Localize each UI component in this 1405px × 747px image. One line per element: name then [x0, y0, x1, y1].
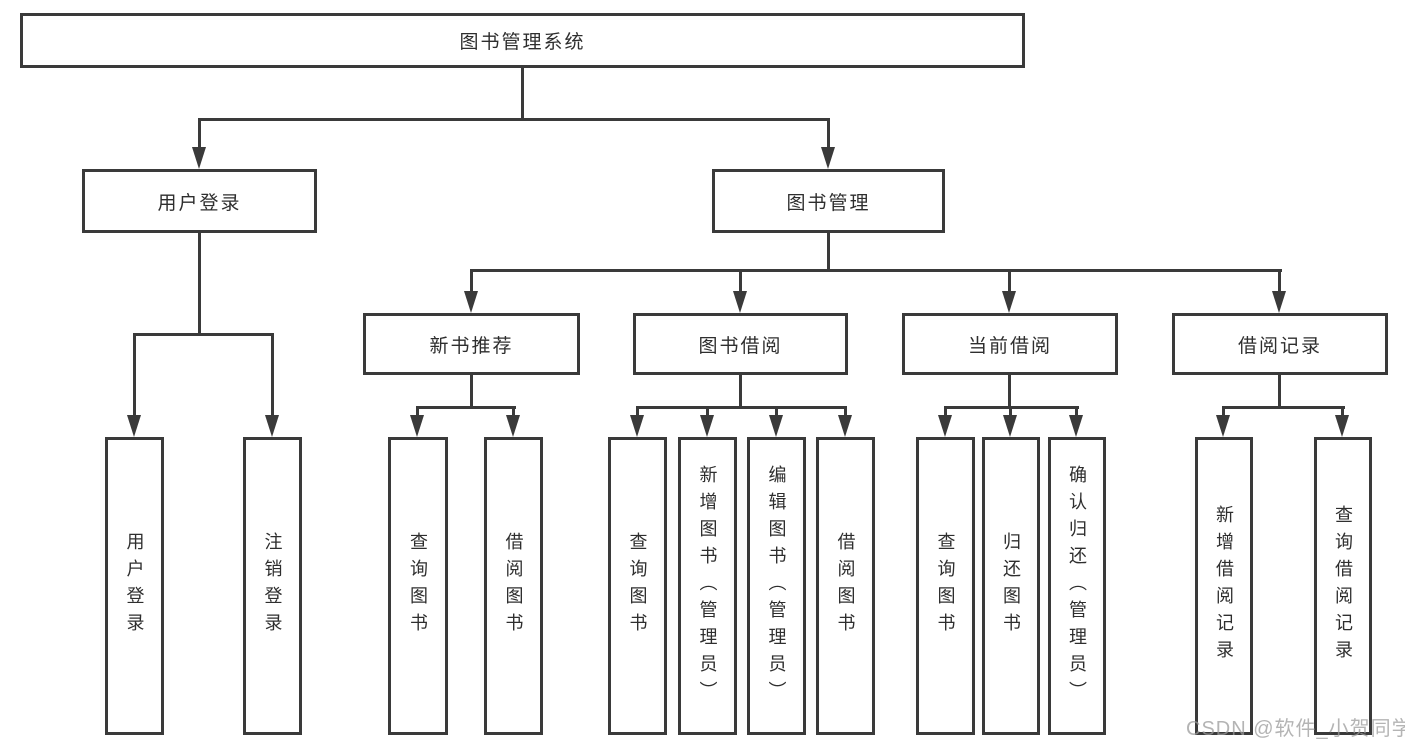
leaf-edit-book-admin: 编辑图书（管理员） [747, 437, 806, 735]
leaf-return-book: 归还图书 [982, 437, 1040, 735]
leaf-label: 确认归还（管理员） [1067, 464, 1087, 708]
leaf-query-borrow-record: 查询借阅记录 [1314, 437, 1372, 735]
node-book-management: 图书管理 [712, 169, 945, 233]
leaf-label: 借阅图书 [503, 532, 524, 640]
leaf-label: 查询图书 [408, 532, 428, 640]
leaf-label: 归还图书 [1001, 532, 1021, 640]
connector-line [521, 68, 524, 120]
connector-line [844, 406, 847, 418]
arrow-down-icon [938, 415, 952, 437]
connector-line [198, 233, 201, 335]
connector-line [512, 406, 515, 418]
node-book-borrow: 图书借阅 [633, 313, 848, 375]
connector-line [1278, 375, 1281, 408]
connector-line [198, 118, 201, 150]
arrow-down-icon [1003, 415, 1017, 437]
node-label: 图书管理 [786, 192, 871, 214]
arrow-down-icon [630, 415, 644, 437]
arrow-down-icon [506, 415, 520, 437]
connector-line [827, 118, 830, 150]
connector-line [1222, 406, 1345, 409]
leaf-label: 查询图书 [935, 532, 956, 640]
arrow-down-icon [265, 415, 279, 437]
leaf-query-books-borrow: 查询图书 [608, 437, 667, 735]
connector-line [1075, 406, 1078, 418]
arrow-down-icon [464, 291, 478, 313]
arrow-down-icon [1272, 291, 1286, 313]
leaf-label: 查询借阅记录 [1333, 505, 1353, 667]
connector-line [198, 118, 830, 121]
node-borrow-records: 借阅记录 [1172, 313, 1388, 375]
leaf-label: 用户登录 [124, 532, 145, 640]
leaf-add-book-admin: 新增图书（管理员） [678, 437, 737, 735]
connector-line [1008, 269, 1011, 293]
node-current-borrow: 当前借阅 [902, 313, 1118, 375]
node-label: 新书推荐 [429, 335, 514, 357]
connector-line [739, 269, 742, 293]
leaf-label: 借阅图书 [835, 532, 856, 640]
connector-line [1222, 406, 1225, 418]
leaf-confirm-return-admin: 确认归还（管理员） [1048, 437, 1106, 735]
connector-line [706, 406, 709, 418]
leaf-label: 新增图书（管理员） [697, 464, 718, 708]
node-user-login: 用户登录 [82, 169, 317, 233]
node-label: 图书借阅 [698, 335, 783, 357]
node-label: 用户登录 [157, 192, 242, 214]
leaf-borrow-books-borrow: 借阅图书 [816, 437, 875, 735]
connector-line [470, 375, 473, 408]
arrow-down-icon [410, 415, 424, 437]
connector-line [470, 269, 473, 293]
leaf-label: 注销登录 [262, 532, 283, 640]
connector-line [1341, 406, 1344, 418]
leaf-user-login: 用户登录 [105, 437, 164, 735]
leaf-label: 编辑图书（管理员） [766, 464, 787, 708]
arrow-down-icon [769, 415, 783, 437]
connector-line [271, 333, 274, 417]
leaf-borrow-books-recommend: 借阅图书 [484, 437, 543, 735]
watermark: CSDN @软件_小贺同学 [1186, 718, 1405, 740]
leaf-query-books-current: 查询图书 [916, 437, 975, 735]
connector-line [1278, 269, 1281, 293]
arrow-down-icon [1335, 415, 1349, 437]
node-new-book-recommend: 新书推荐 [363, 313, 580, 375]
arrow-down-icon [821, 147, 835, 169]
arrow-down-icon [1069, 415, 1083, 437]
leaf-label: 查询图书 [627, 532, 648, 640]
node-label: 借阅记录 [1237, 335, 1322, 357]
connector-line [739, 375, 742, 408]
node-label: 当前借阅 [967, 335, 1052, 357]
leaf-query-books-recommend: 查询图书 [388, 437, 448, 735]
connector-line [636, 406, 847, 409]
connector-line [133, 333, 136, 417]
connector-line [636, 406, 639, 418]
arrow-down-icon [700, 415, 714, 437]
node-library-system: 图书管理系统 [20, 13, 1025, 68]
connector-line [416, 406, 516, 409]
arrow-down-icon [838, 415, 852, 437]
arrow-down-icon [733, 291, 747, 313]
arrow-down-icon [127, 415, 141, 437]
arrow-down-icon [1216, 415, 1230, 437]
arrow-down-icon [1002, 291, 1016, 313]
connector-line [1008, 375, 1011, 408]
connector-line [1009, 406, 1012, 418]
leaf-label: 新增借阅记录 [1214, 505, 1234, 667]
connector-line [133, 333, 274, 336]
arrow-down-icon [192, 147, 206, 169]
connector-line [470, 269, 1282, 272]
leaf-logout-login: 注销登录 [243, 437, 302, 735]
connector-line [416, 406, 419, 418]
connector-line [827, 233, 830, 271]
connector-line [944, 406, 947, 418]
connector-line [775, 406, 778, 418]
node-label: 图书管理系统 [459, 32, 586, 53]
leaf-add-borrow-record: 新增借阅记录 [1195, 437, 1253, 735]
